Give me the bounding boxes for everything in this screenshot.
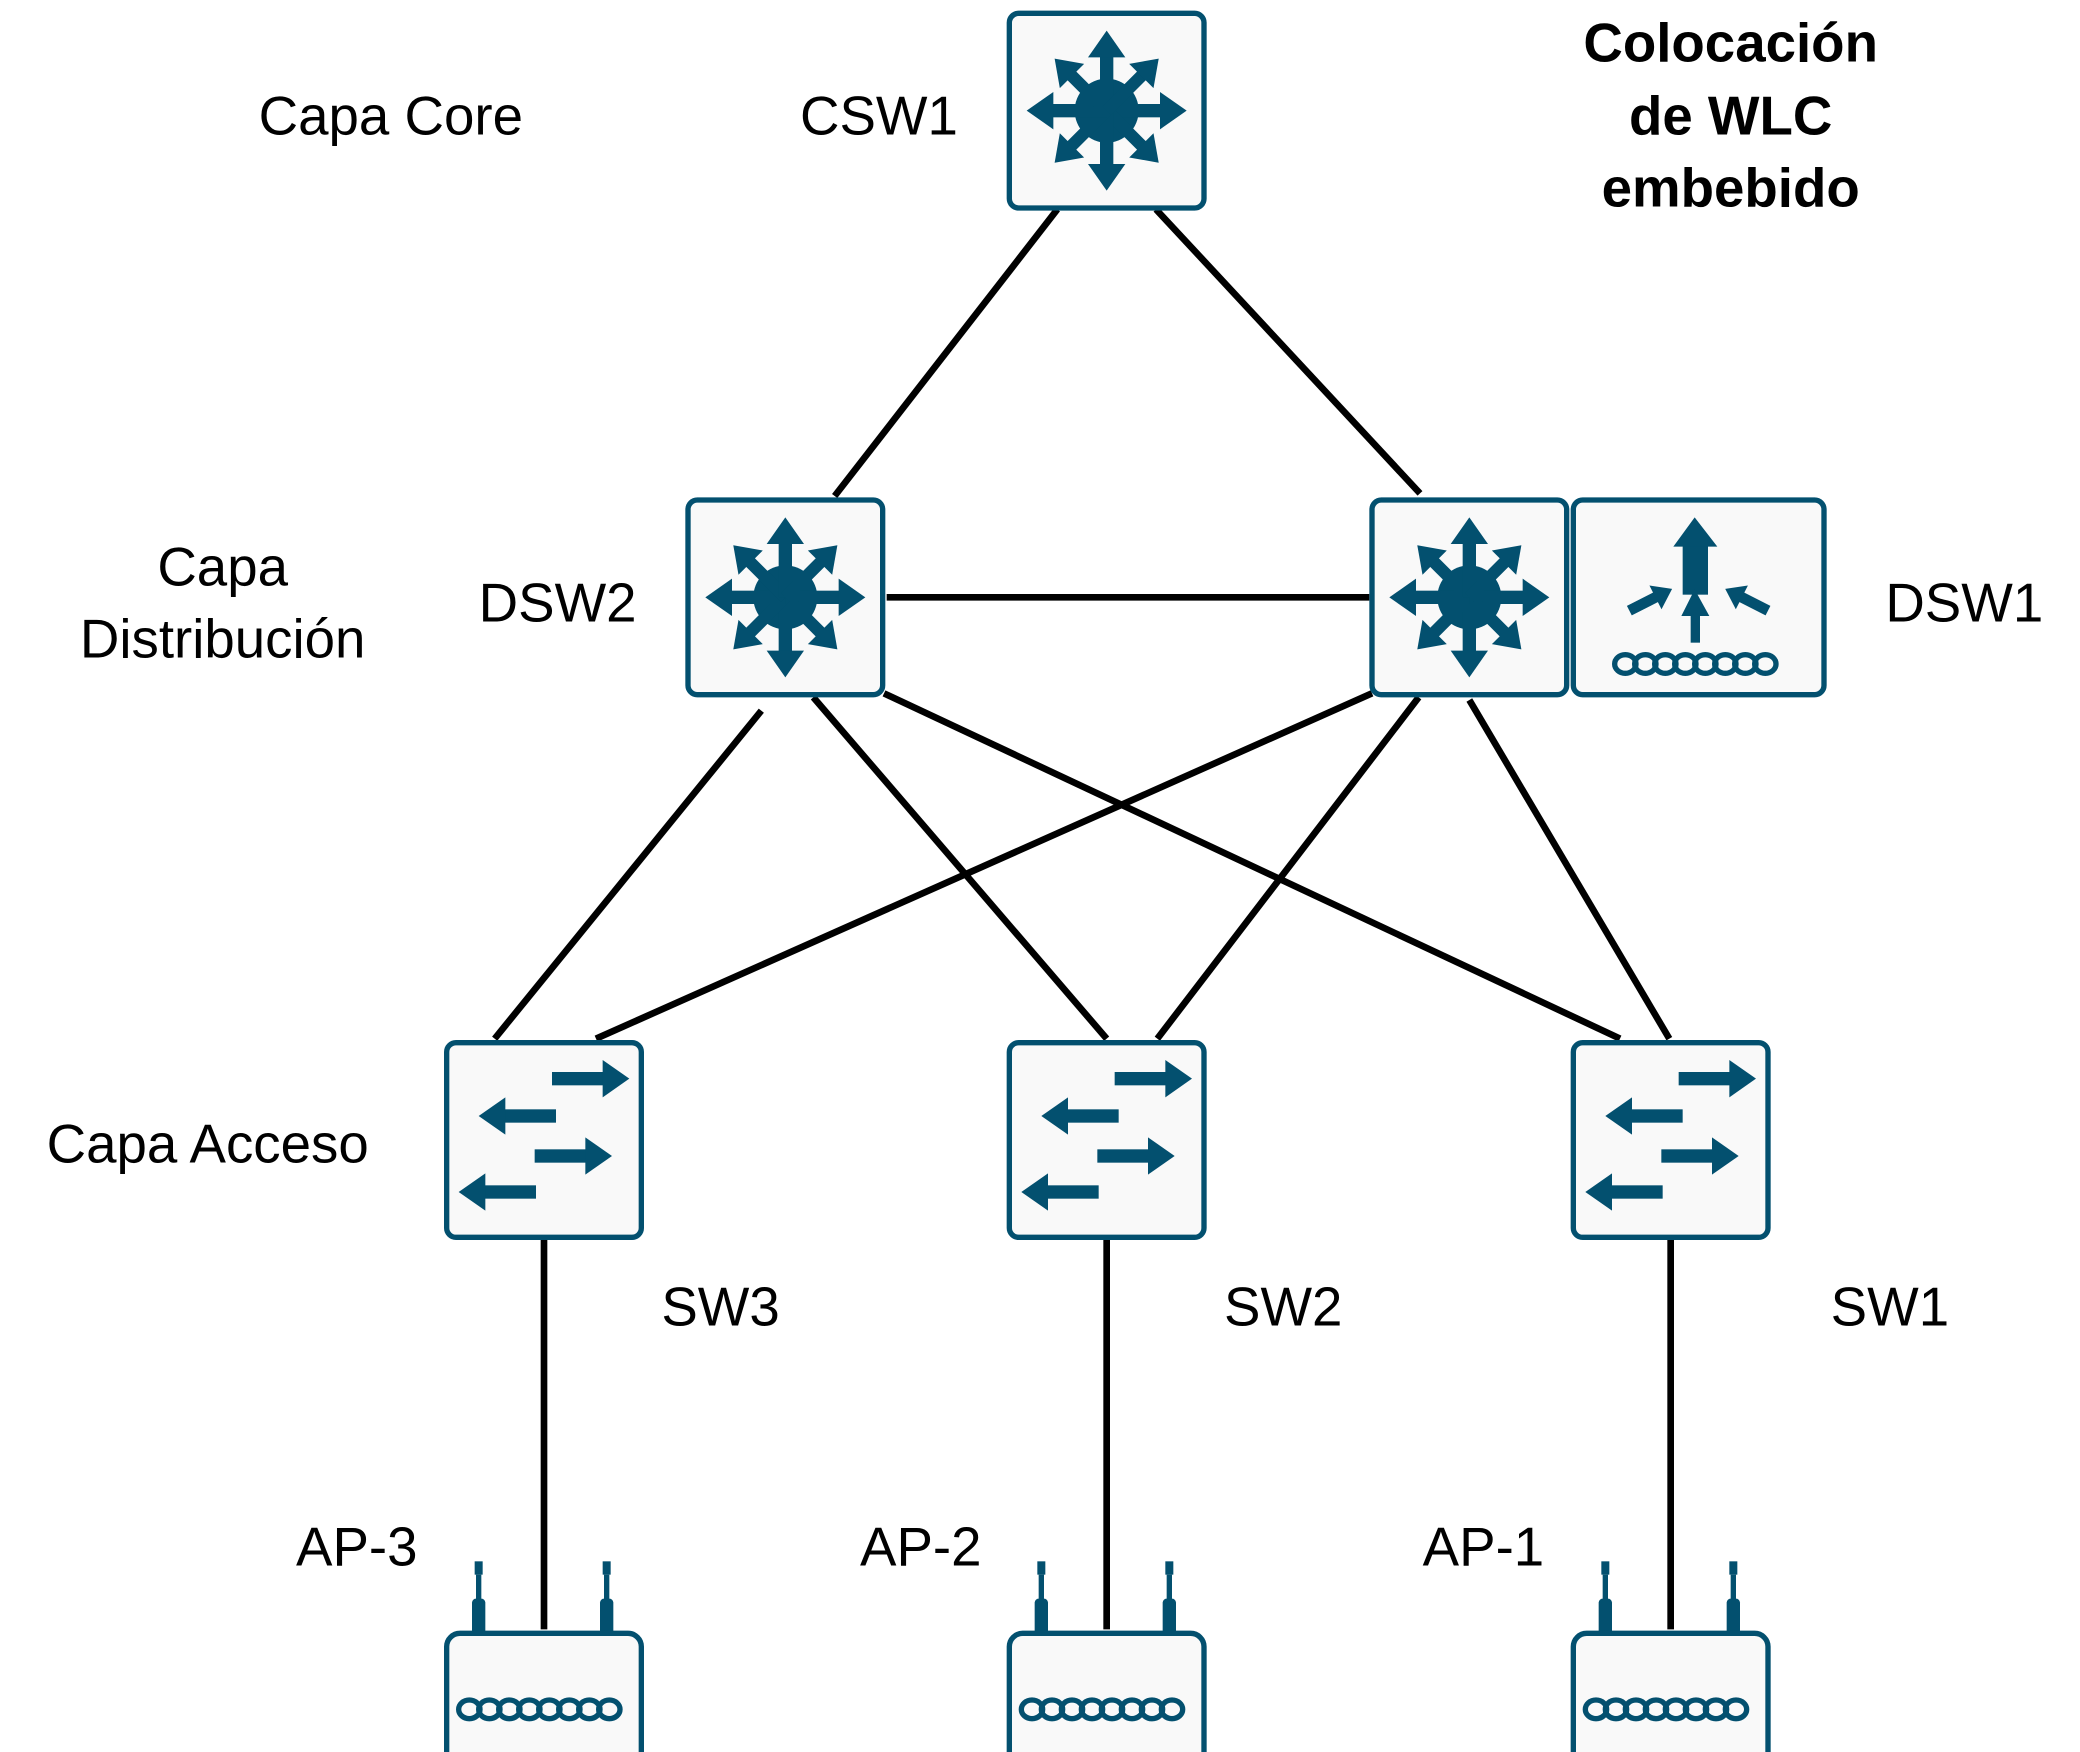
link-dsw1-sw1 — [1466, 698, 1673, 1041]
dsw1-wlc-icon[interactable] — [1573, 500, 1824, 695]
ap2-label: AP-2 — [860, 1516, 982, 1577]
dsw1-label: DSW1 — [1885, 572, 2043, 633]
ap1-label: AP-1 — [1423, 1516, 1545, 1577]
link-csw1-dsw1 — [1153, 207, 1423, 496]
sw3-access-switch-icon[interactable] — [447, 1043, 642, 1238]
link-dsw1-sw2 — [1154, 695, 1422, 1041]
link-dsw2-sw1 — [882, 690, 1622, 1042]
sw2-access-switch-icon[interactable] — [1009, 1043, 1204, 1238]
csw1-multilayer-switch-icon[interactable] — [1009, 13, 1204, 208]
layer-core-label: Capa Core — [259, 86, 523, 147]
title-line-2: de WLC — [1629, 86, 1832, 147]
sw1-access-switch-icon[interactable] — [1573, 1043, 1768, 1238]
sw1-label: SW1 — [1831, 1276, 1949, 1337]
sw2-label: SW2 — [1224, 1276, 1342, 1337]
link-dsw2-sw3 — [492, 708, 764, 1041]
layer-distribution-label-2: Distribución — [80, 608, 366, 669]
link-csw1-dsw2 — [832, 207, 1060, 499]
sw3-label: SW3 — [661, 1276, 779, 1337]
link-dsw2-sw2 — [810, 695, 1110, 1041]
dsw1-multilayer-switch-icon[interactable] — [1372, 500, 1567, 695]
link-dsw1-sw3 — [594, 690, 1374, 1042]
title-line-3: embebido — [1602, 158, 1860, 219]
links — [492, 207, 1674, 1630]
ap3-label: AP-3 — [296, 1516, 418, 1577]
csw1-label: CSW1 — [800, 86, 958, 147]
layer-access-label: Capa Acceso — [47, 1114, 369, 1175]
layer-distribution-label-1: Capa — [157, 536, 288, 597]
dsw2-multilayer-switch-icon[interactable] — [688, 500, 883, 695]
dsw2-label: DSW2 — [479, 572, 637, 633]
title-line-1: Colocación — [1583, 12, 1878, 73]
